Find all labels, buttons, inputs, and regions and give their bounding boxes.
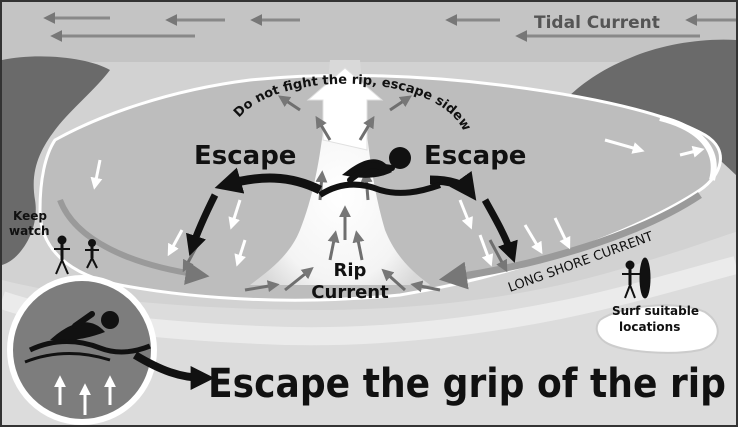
- surf-label-line1: Surf suitable: [612, 304, 699, 318]
- badge-swimmer-head: [101, 311, 119, 329]
- surfboard: [640, 258, 650, 298]
- headline: Escape the grip of the rip: [208, 361, 726, 407]
- rip-label-line2: Current: [311, 282, 389, 303]
- surfer-head: [626, 261, 634, 269]
- escape-left-label: Escape: [194, 141, 296, 171]
- tidal-current-label: Tidal Current: [534, 13, 660, 33]
- swimmer-badge-icon: [10, 278, 154, 422]
- rip-label-line1: Rip: [334, 260, 367, 281]
- person-head: [58, 236, 66, 244]
- surf-label-line2: locations: [619, 320, 680, 334]
- child-head: [89, 240, 96, 247]
- escape-right-label: Escape: [424, 141, 526, 171]
- keep-watch-line2: watch: [9, 224, 50, 238]
- keep-watch-line1: Keep: [13, 209, 47, 223]
